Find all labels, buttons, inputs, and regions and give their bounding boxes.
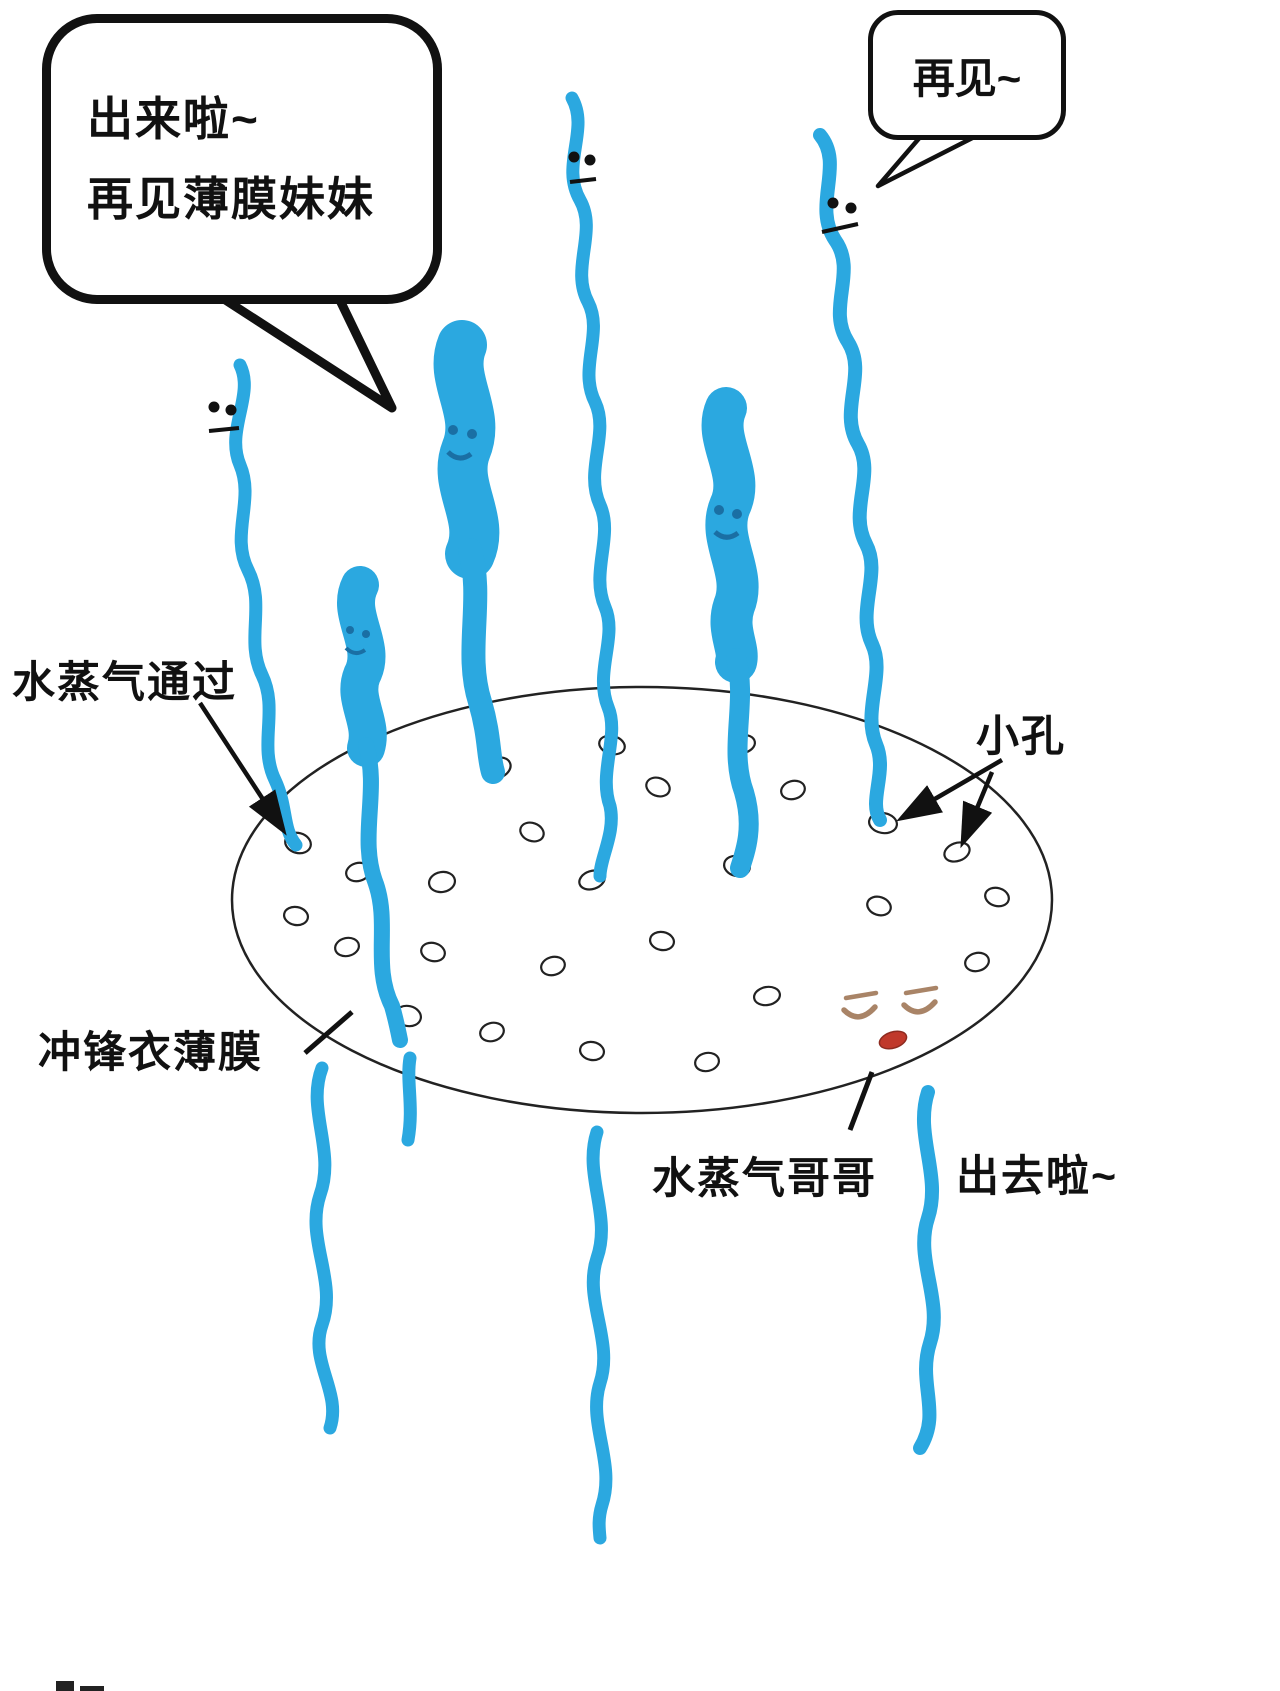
membrane-hole [866, 895, 892, 917]
face-blob-medium [713, 505, 742, 540]
tongue [878, 1030, 908, 1050]
membrane-hole [420, 941, 446, 963]
membrane-hole [427, 870, 457, 894]
vapor-stream-center-below [586, 1125, 613, 1545]
label-going-out: 出去啦~ [956, 1153, 1119, 1201]
vapor-blob-faces [344, 425, 742, 655]
vapor-brother-face [841, 985, 939, 1050]
membrane-hole [648, 930, 676, 952]
vapor-blob-big-body [458, 538, 505, 784]
membrane-hole [540, 955, 566, 977]
arrow-vapor-pass [198, 701, 287, 836]
membrane-hole [645, 776, 671, 798]
label-vapor-brother: 水蒸气哥哥 [652, 1155, 877, 1203]
face-center-stream [568, 151, 597, 184]
arrow-hole-left [896, 758, 1004, 822]
pointer-membrane [303, 1010, 354, 1055]
vapor-stream-right [813, 128, 887, 827]
speech-bubble-right-text: 再见~ [912, 54, 1022, 102]
membrane-ellipse [230, 685, 1054, 1115]
membrane-hole [334, 936, 360, 958]
arrow-hole-right [960, 771, 995, 849]
speech-bubble-right: 再见~ [868, 10, 1066, 140]
label-membrane: 冲锋衣薄膜 [38, 1029, 263, 1077]
vapor-stream-bottom-right [913, 1085, 941, 1455]
label-small-holes: 小孔 [976, 713, 1066, 761]
speech-bubble-left-line1: 出来啦~ [87, 93, 260, 145]
cropped-glyph [56, 1681, 104, 1691]
vapor-stream-center [565, 91, 619, 883]
vapor-stream-bottom-left [309, 1061, 340, 1435]
vapor-blob-small-body [358, 737, 408, 1048]
membrane-hole [964, 951, 990, 973]
membrane-hole [479, 1021, 505, 1043]
vapor-blob-medium [701, 387, 759, 683]
membrane-hole [753, 985, 781, 1007]
membrane-hole [282, 905, 310, 927]
face-blob-big [446, 425, 477, 461]
pointer-brother [847, 1071, 875, 1131]
membrane-hole [519, 821, 545, 843]
face-left-stream [208, 401, 240, 433]
speech-tail-left [205, 285, 397, 413]
vapor-stream-left [229, 358, 303, 852]
vapor-blob-small [337, 566, 387, 767]
vapor-blob-big [433, 320, 500, 579]
pointer-lines [198, 701, 1004, 1131]
vapor-stream-faces [208, 151, 859, 433]
membrane-hole [780, 779, 806, 801]
speech-bubble-left: 出来啦~ 再见薄膜妹妹 [42, 14, 442, 304]
vapor-blob-medium-body [726, 648, 759, 878]
membrane-hole [578, 1040, 606, 1062]
face-right-stream [821, 197, 859, 234]
membrane-hole [984, 886, 1010, 908]
speech-bubble-left-line2: 再见薄膜妹妹 [87, 173, 375, 225]
membrane-hole [694, 1051, 720, 1073]
label-vapor-pass: 水蒸气通过 [12, 659, 237, 707]
face-blob-small [344, 626, 370, 655]
vapor-stream-small-below [401, 1051, 417, 1147]
vapor-streams [229, 91, 941, 1545]
